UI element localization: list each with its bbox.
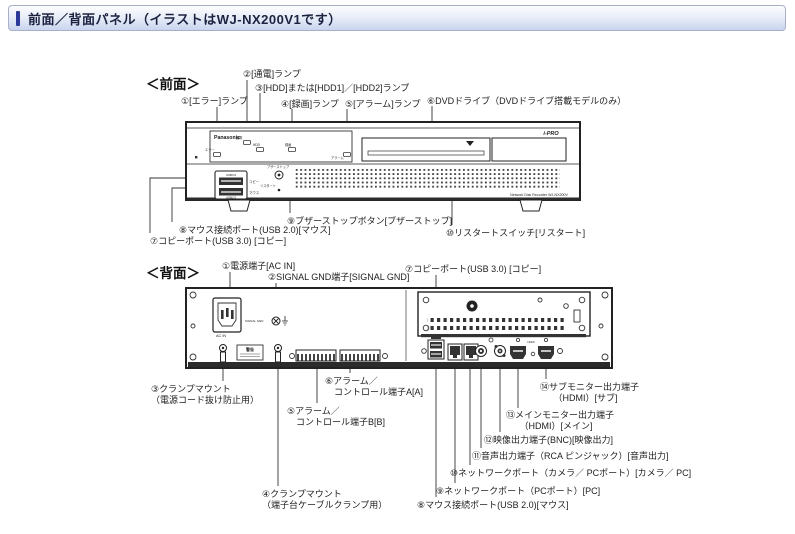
clamp-mount-power <box>219 344 227 363</box>
mouse-port-label: マウス <box>249 190 260 195</box>
buzzer-stop-button: ブザーストップ <box>267 164 290 180</box>
back-section-title: ＜背面＞ <box>146 266 200 281</box>
dvd-drive <box>361 137 567 162</box>
ac-inlet: AC IN <box>212 297 242 338</box>
front-label-copy-port: ⑦コピーポート(USB 3.0) [コピー] <box>150 236 287 246</box>
back-label-power-terminal: ①電源端子[AC IN] <box>222 261 296 271</box>
back-label-copy-port: ⑦コピーポート(USB 3.0) [コピー] <box>405 264 542 274</box>
front-usb-ports: USB3.0 USB2.0 コピー マウス <box>214 170 260 200</box>
screw <box>421 348 427 354</box>
front-label-dvd-drive: ⑥DVDドライブ（DVDドライブ搭載モデルのみ） <box>427 96 627 106</box>
front-foot-right <box>519 199 543 212</box>
back-label-signal-gnd: ②SIGNAL GND端子[SIGNAL GND] <box>268 272 410 282</box>
audio-out-rca-jack <box>475 345 487 357</box>
front-device-illustration: Panasonic エラー 通電 HDD 録画 アラーム <box>185 121 581 212</box>
copy-port-label: コピー <box>249 179 260 184</box>
back-label-video-out: ⑫映像出力端子(BNC)[映像出力] <box>484 435 613 445</box>
hdmi-label: HDMI <box>527 340 534 344</box>
page-title: 前面／背面パネル（イラストはWJ-NX200V1です） <box>28 11 342 27</box>
usb3-label: USB3.0 <box>226 173 237 177</box>
back-label-alarm-control-b: ⑤アラーム／ コントロール端子B[B] <box>287 406 386 427</box>
hdmi-port-sub <box>538 337 554 359</box>
hdd-lamp-icon <box>256 147 264 152</box>
error-lamp-icon <box>213 152 221 157</box>
sub-panel-vents <box>427 318 565 330</box>
screw <box>488 337 494 343</box>
front-label-power-lamp: ②[通電]ランプ <box>243 69 301 79</box>
screw <box>530 351 536 357</box>
dvd-slot-opening <box>367 150 485 156</box>
alarm-lamp-label: アラーム <box>331 155 344 160</box>
section-header-bar: 前面／背面パネル（イラストはWJ-NX200V1です） <box>8 5 786 31</box>
back-label-sub-monitor: ⑭サブモニター出力端子 （HDMI）[サブ] <box>540 382 640 403</box>
restart-switch: リスタート <box>260 183 281 192</box>
back-device-illustration: AC IN SIGNAL GND 警告 <box>185 287 613 369</box>
hdmi-port-main <box>510 337 526 359</box>
power-lamp-icon <box>243 140 251 145</box>
back-label-alarm-control-a: ⑥アラーム／ コントロール端子A[A] <box>325 376 424 397</box>
alarm-lamp-icon <box>343 152 351 157</box>
svg-text:リスタート: リスタート <box>260 183 276 188</box>
signal-gnd-label: SIGNAL GND <box>245 319 264 323</box>
front-foot-left <box>227 199 251 212</box>
back-label-network-pc: ⑨ネットワークポート（PCポート）[PC] <box>436 486 601 496</box>
power-lamp-label: 通電 <box>236 135 243 140</box>
dvd-eject-mark <box>466 141 474 146</box>
front-label-restart: ⑩リスタートスイッチ[リスタート] <box>446 228 586 238</box>
panasonic-logo: Panasonic <box>214 135 240 141</box>
back-label-clamp-power: ③クランプマウント （電源コード抜け防止用） <box>151 384 260 405</box>
header-accent-bar <box>16 10 20 26</box>
rec-lamp-icon <box>288 147 296 152</box>
front-label-mouse-port: ⑧マウス接続ポート(USB 2.0)[マウス] <box>179 225 331 235</box>
alarm-control-terminal-b <box>289 349 337 362</box>
dvd-door <box>491 137 567 162</box>
front-label-hdd-lamp: ③[HDD]または[HDD1]／[HDD2]ランプ <box>255 83 410 93</box>
error-lamp-label: エラー <box>205 147 215 152</box>
svg-text:ブザーストップ: ブザーストップ <box>267 164 290 169</box>
hdd-lamp-label: HDD <box>253 143 261 147</box>
alarm-control-terminal-a <box>339 349 388 362</box>
svg-text:警告: 警告 <box>245 346 254 352</box>
usb2-label: USB2.0 <box>226 195 237 199</box>
back-label-main-monitor: ⑬メインモニター出力端子 （HDMI）[メイン] <box>506 410 615 431</box>
model-text: Network Disk Recorder WJ-NX200V <box>510 193 568 197</box>
ground-symbol <box>282 316 288 326</box>
front-label-buzzer-stop: ⑨ブザーストップボタン[ブザーストップ] <box>287 216 453 226</box>
hdd-sub-panel <box>417 291 591 338</box>
clamp-mount-terminal <box>274 344 282 363</box>
front-label-error-lamp: ①[エラー]ランプ <box>181 96 248 106</box>
front-lamp-panel: Panasonic エラー 通電 HDD 録画 アラーム <box>195 130 353 163</box>
warning-label: 警告 <box>236 344 264 361</box>
video-out-bnc-connector <box>494 345 506 357</box>
chassis-screws <box>189 291 609 361</box>
ipro-logo: i-PRO <box>543 131 559 137</box>
back-label-clamp-terminal: ④クランプマウント （端子台ケーブルクランプ用） <box>262 489 388 510</box>
back-label-network-camera-pc: ⑩ネットワークポート（カメラ／ PCポート）[カメラ／ PC] <box>450 468 692 478</box>
front-section-title: ＜前面＞ <box>146 77 200 92</box>
ac-in-label: AC IN <box>216 334 226 338</box>
front-label-alarm-lamp: ⑤[アラーム]ランプ <box>345 99 421 109</box>
back-label-audio-out: ⑪音声出力端子（RCA ピンジャック）[音声出力] <box>472 451 669 461</box>
network-port-pc <box>447 343 463 361</box>
back-usb-ports <box>427 337 445 360</box>
front-vent-holes <box>295 167 560 188</box>
front-label-rec-lamp: ④[録画]ランプ <box>281 99 339 109</box>
signal-gnd-terminal: SIGNAL GND <box>245 316 288 326</box>
back-label-mouse-port: ⑧マウス接続ポート(USB 2.0)[マウス] <box>417 500 569 510</box>
screw <box>557 348 563 354</box>
rec-lamp-label: 録画 <box>285 142 291 147</box>
